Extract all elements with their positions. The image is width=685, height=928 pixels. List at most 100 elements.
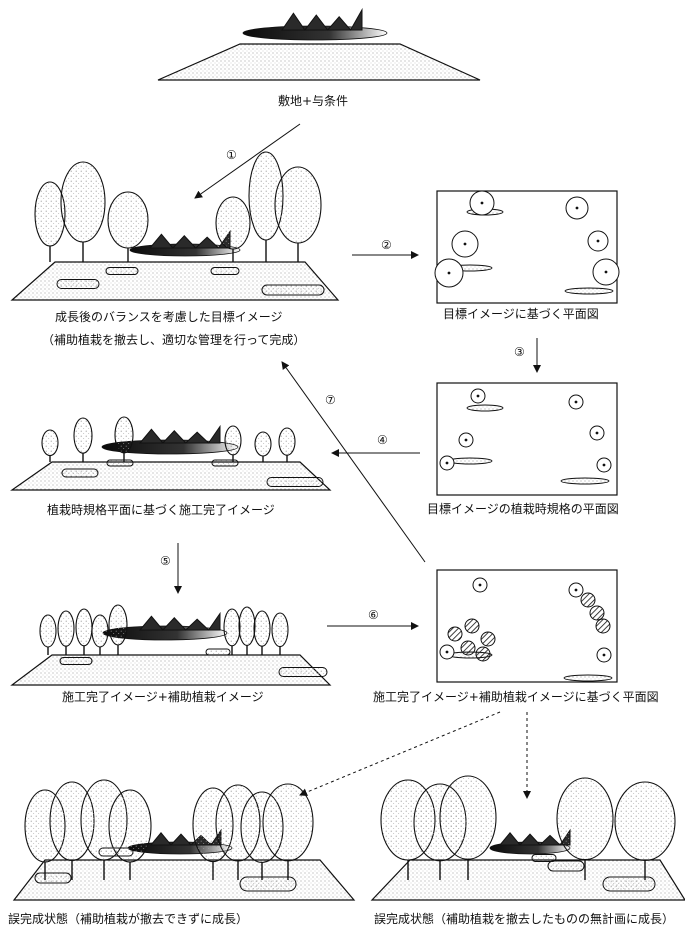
- caption-failure-1: 誤完成状態（補助植栽が撤去できずに成長）: [8, 912, 248, 926]
- tree-crown: [557, 778, 613, 860]
- mountain-range: [140, 613, 220, 630]
- tree-crown: [92, 615, 108, 647]
- caption-target-image: 成長後のバランスを考慮した目標イメージ: [55, 310, 283, 324]
- plan-tree-center: [446, 462, 449, 465]
- step-5-label: ⑤: [160, 555, 171, 567]
- plan-tree: [581, 593, 595, 607]
- shrub: [279, 668, 327, 677]
- step-4-label: ④: [377, 434, 388, 446]
- shrub: [107, 460, 133, 466]
- shrub: [212, 460, 238, 466]
- plan-tree-center: [597, 240, 600, 243]
- failure-scene-2: [372, 776, 685, 900]
- plan-tree-center: [477, 395, 480, 398]
- plan-tree: [590, 606, 604, 620]
- tree-crown: [615, 782, 675, 860]
- plan-tree: [481, 632, 495, 646]
- caption-site: 敷地+与条件: [278, 94, 348, 108]
- shrub: [99, 848, 133, 856]
- plan-tree-center: [575, 401, 578, 404]
- plan-frame: [437, 570, 617, 682]
- shrub: [60, 658, 92, 665]
- failure-scene-1: [14, 780, 354, 900]
- ground-plane: [158, 44, 480, 80]
- shrub: [240, 877, 296, 891]
- tree-crown: [263, 784, 313, 861]
- tree-crown: [279, 428, 295, 455]
- tree-crown: [76, 609, 92, 646]
- tree-crown: [109, 605, 127, 645]
- plan-shrub: [561, 478, 609, 484]
- step-3-label: ③: [514, 346, 525, 358]
- plan-shrub: [564, 675, 612, 681]
- plan-shrub: [467, 405, 503, 411]
- tree-crown: [40, 615, 56, 647]
- tree-crown: [58, 611, 74, 646]
- shrub: [548, 861, 584, 871]
- completion-aux-scene: [12, 605, 330, 685]
- step-7-label: ⑦: [325, 394, 336, 406]
- tree-crown: [108, 192, 148, 248]
- tree-crown: [254, 611, 270, 646]
- tree-crown: [224, 609, 240, 646]
- plan-tree-center: [603, 654, 606, 657]
- tree-crown: [440, 776, 496, 859]
- step-6-label: ⑥: [368, 609, 379, 621]
- tree-crown: [42, 430, 58, 456]
- caption-completion-aux: 施工完了イメージ+補助植栽イメージ: [62, 690, 264, 704]
- plan-tree: [596, 619, 610, 633]
- plan-tree-center: [479, 584, 482, 587]
- plan-shrub: [565, 288, 613, 294]
- shrub: [206, 649, 230, 655]
- tree-crown: [255, 432, 271, 456]
- plan-tree-center: [464, 243, 467, 246]
- tree-crown: [61, 162, 105, 242]
- plan-tree-center: [448, 272, 451, 275]
- plan-tree-center: [603, 464, 606, 467]
- arrow-7: [282, 362, 425, 562]
- caption-completion: 植栽時規格平面に基づく施工完了イメージ: [47, 503, 275, 517]
- tree-crown: [74, 418, 92, 453]
- target-plan: [435, 191, 619, 303]
- shrub: [62, 469, 98, 477]
- step-1-label: ①: [226, 149, 237, 161]
- caption-plan-planting: 目標イメージの植栽時規格の平面図: [427, 502, 619, 516]
- planting-plan: [437, 383, 617, 495]
- caption-plan-target: 目標イメージに基づく平面図: [443, 307, 599, 321]
- shrub: [267, 478, 323, 487]
- plan-tree: [461, 641, 475, 655]
- tree-crown: [275, 167, 321, 243]
- tree-crown: [239, 607, 255, 645]
- shrub: [262, 285, 324, 295]
- site-conditions-scene: [158, 10, 480, 80]
- plan-tree-center: [596, 432, 599, 435]
- caption-target-note: （補助植栽を撤去し、適切な管理を行って完成）: [42, 333, 305, 347]
- tree-crown: [35, 182, 65, 246]
- completion-scene: [12, 417, 330, 490]
- plan-tree: [465, 619, 479, 633]
- shrub: [603, 877, 655, 891]
- shrub: [57, 280, 99, 289]
- mountain-range: [140, 426, 220, 443]
- tree-crown: [115, 417, 133, 453]
- tree-crown: [216, 197, 250, 249]
- caption-plan-aux: 施工完了イメージ+補助植栽イメージに基づく平面図: [373, 690, 659, 704]
- plan-tree-center: [605, 271, 608, 274]
- plan-tree: [448, 627, 462, 641]
- tree-crown: [272, 613, 288, 647]
- step-2-label: ②: [381, 239, 392, 251]
- plan-shrub: [448, 458, 492, 464]
- shrub: [106, 268, 138, 275]
- shrub: [35, 873, 71, 883]
- plan-tree-center: [575, 589, 578, 592]
- tree-crown: [225, 426, 241, 455]
- aux-plan: [437, 570, 617, 682]
- plan-tree-center: [446, 651, 449, 654]
- plan-tree-center: [481, 202, 484, 205]
- plan-tree-center: [576, 207, 579, 210]
- plan-tree-center: [465, 439, 468, 442]
- shrub: [211, 268, 239, 275]
- plan-tree: [476, 647, 490, 661]
- shrub: [532, 855, 556, 862]
